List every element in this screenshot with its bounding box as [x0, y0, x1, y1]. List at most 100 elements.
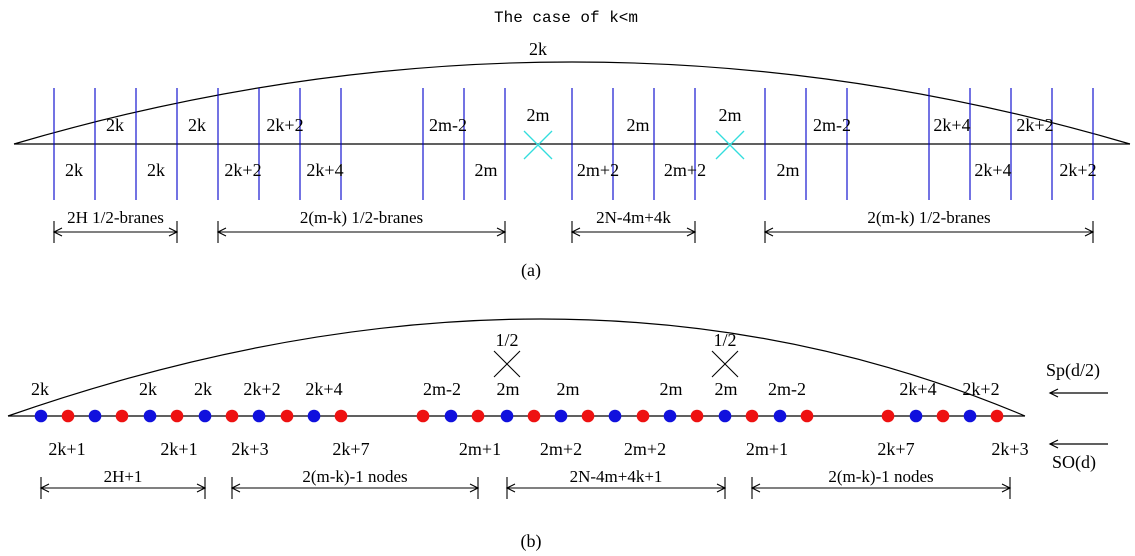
brane-segment-label: 2m — [626, 115, 649, 135]
brane-segment-label: 2m — [718, 105, 741, 125]
brane-segment-label: 2k+4 — [974, 160, 1011, 180]
brane-segment-label: 2m — [526, 105, 549, 125]
bracket-label-bg — [64, 208, 167, 227]
half-charge-label: 1/2 — [713, 330, 736, 350]
node-rank-label: 2m+2 — [624, 439, 666, 459]
o-plane-cross — [715, 130, 745, 160]
node-rank-label: 2m-2 — [423, 379, 461, 399]
brane-segment-label: 2k+2 — [266, 115, 303, 135]
brane-segment-label: 2m+2 — [664, 160, 706, 180]
so-node — [745, 409, 759, 423]
node-rank-label: 2k — [194, 379, 212, 399]
panel-b-nodes — [34, 409, 1004, 423]
node-rank-label: 2k+3 — [231, 439, 268, 459]
diagram-title: The case of k<m — [494, 9, 638, 27]
so-node — [280, 409, 294, 423]
panel-a-caption: (a) — [521, 260, 541, 281]
panel-b-arc — [7, 318, 1026, 417]
so-node — [170, 409, 184, 423]
bracket-label: 2H 1/2-branes — [67, 208, 164, 227]
node-rank-label: 2m — [659, 379, 682, 399]
bracket-label: 2(m-k)-1 nodes — [302, 467, 407, 486]
cross-stroke — [715, 130, 745, 160]
sp-group-label: Sp(d/2) — [1046, 360, 1100, 381]
sp-node — [663, 409, 677, 423]
panel-b-caption: (b) — [521, 531, 542, 552]
bracket-arrow-head — [230, 483, 241, 493]
so-node — [527, 409, 541, 423]
brane-segment-label: 2m — [776, 160, 799, 180]
sp-node — [718, 409, 732, 423]
bracket-label: 2H+1 — [104, 467, 143, 486]
brane-segment-label: 2m-2 — [813, 115, 851, 135]
sp-node — [963, 409, 977, 423]
node-rank-label: 2k — [31, 379, 49, 399]
brane-segment-label: 2k — [188, 115, 206, 135]
panel-a-arc — [13, 61, 1131, 145]
cross-stroke — [711, 350, 739, 378]
bracket-arrow-head — [216, 227, 227, 237]
sp-node — [307, 409, 321, 423]
brane-segment-label: 2m+2 — [577, 160, 619, 180]
sp-node — [608, 409, 622, 423]
node-rank-label: 2k+2 — [962, 379, 999, 399]
so-node — [636, 409, 650, 423]
sp-node — [198, 409, 212, 423]
bracket-label-bg — [296, 208, 427, 227]
node-count-bracket: 2N-4m+4k+1 — [505, 467, 727, 499]
brane-segment-label: 2k — [65, 160, 83, 180]
node-rank-label: 2m — [556, 379, 579, 399]
sp-node — [554, 409, 568, 423]
sp-node — [88, 409, 102, 423]
brane-segment-label: 2m-2 — [429, 115, 467, 135]
panel-a-o-planes — [523, 130, 745, 160]
node-rank-label: 2m+1 — [459, 439, 501, 459]
cross-stroke — [493, 350, 521, 378]
so-node — [416, 409, 430, 423]
so-arrow-head — [1048, 439, 1059, 449]
bracket-arrow-head — [496, 227, 507, 237]
node-count-bracket: 2(m-k)-1 nodes — [750, 467, 1012, 499]
sp-node — [444, 409, 458, 423]
o-plane-cross — [711, 350, 739, 378]
node-count-bracket: 2H+1 — [39, 467, 207, 499]
bracket-label: 2(m-k) 1/2-branes — [300, 208, 423, 227]
bracket-label-bg — [825, 467, 937, 486]
bracket-label-bg — [299, 467, 411, 486]
bracket-arrow-head — [39, 483, 50, 493]
node-rank-label: 2k+3 — [991, 439, 1028, 459]
brane-count-bracket: 2(m-k) 1/2-branes — [216, 208, 507, 243]
bracket-label-bg — [864, 208, 994, 227]
brane-segment-label: 2k+2 — [1016, 115, 1053, 135]
brane-segment-label: 2k — [106, 115, 124, 135]
sp-node — [773, 409, 787, 423]
bracket-arrow-head — [1084, 227, 1095, 237]
node-rank-label: 2k+4 — [899, 379, 936, 399]
node-rank-label: 2m — [496, 379, 519, 399]
o-plane-cross — [523, 130, 553, 160]
so-node — [581, 409, 595, 423]
so-node — [225, 409, 239, 423]
node-rank-label: 2k+7 — [332, 439, 369, 459]
so-node — [990, 409, 1004, 423]
so-node — [334, 409, 348, 423]
brane-segment-label: 2k+2 — [224, 160, 261, 180]
brane-count-bracket: 2N-4m+4k — [570, 208, 697, 243]
brane-segment-label: 2k+2 — [1059, 160, 1096, 180]
brane-segment-label: 2m — [474, 160, 497, 180]
brane-segment-label: 2k+4 — [306, 160, 343, 180]
brane-segment-label: 2k — [147, 160, 165, 180]
bracket-label-bg — [593, 208, 675, 227]
node-rank-label: 2m+1 — [746, 439, 788, 459]
so-node — [61, 409, 75, 423]
bracket-arrow-head — [763, 227, 774, 237]
node-rank-label: 2k+2 — [243, 379, 280, 399]
so-node — [690, 409, 704, 423]
panel-a-lower-labels: 2k 2k 2k+2 2k+4 2m 2m+2 2m+2 2m 2k+4 2k+2 — [65, 160, 1097, 180]
